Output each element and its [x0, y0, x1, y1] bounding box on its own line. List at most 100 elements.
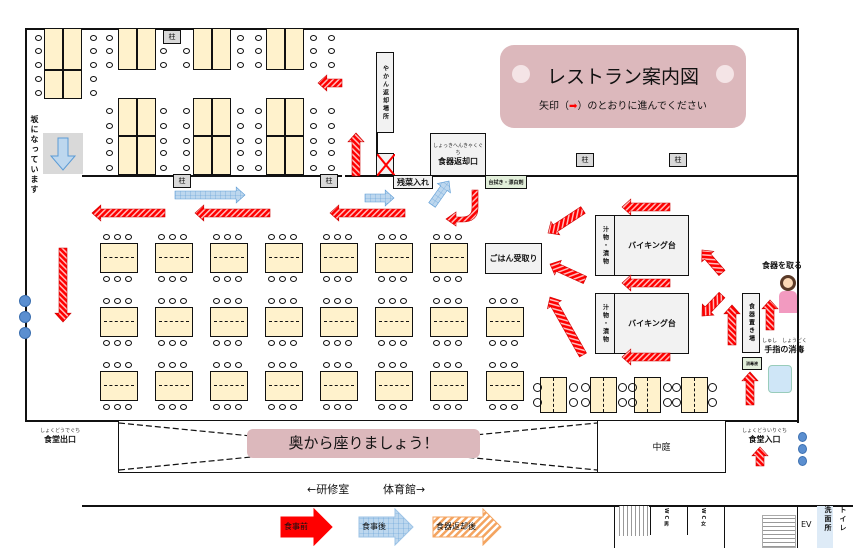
chair [444, 298, 451, 304]
wall-left [25, 28, 27, 420]
flow-arrow-before-meal [701, 249, 726, 277]
table-divider [553, 378, 554, 412]
chair [235, 340, 242, 346]
chair [125, 298, 132, 304]
staff-illustration [779, 275, 797, 313]
table-divider [603, 378, 604, 412]
dish-return-label: 食器返却口 [438, 157, 478, 166]
chair [106, 150, 113, 156]
chair [378, 298, 385, 304]
table-divider [379, 385, 409, 386]
chair [290, 298, 297, 304]
pillar: 柱 [173, 174, 191, 188]
chair [328, 123, 335, 129]
table-divider [214, 321, 244, 322]
red-arrow-icon: ➡ [569, 101, 578, 112]
dining-table [590, 377, 617, 413]
chair [158, 340, 165, 346]
table-divider [269, 385, 299, 386]
flow-arrow-before-meal [621, 198, 671, 216]
table-divider [324, 257, 354, 258]
chair [433, 298, 440, 304]
chair [345, 234, 352, 240]
legend-label: 食事前 [284, 522, 308, 531]
legend-label: 食器返却後 [436, 522, 476, 531]
chair [35, 62, 42, 68]
dining-table [210, 243, 248, 273]
dining-table [265, 243, 303, 273]
chair [180, 362, 187, 368]
dining-table [681, 377, 708, 413]
elevator: EV [801, 520, 812, 529]
flow-arrow-before-meal [91, 204, 166, 222]
dining-table [375, 307, 413, 337]
table-divider [159, 321, 189, 322]
chair [310, 150, 317, 156]
chair [235, 234, 242, 240]
chair [500, 404, 507, 410]
chair [400, 234, 407, 240]
chair [672, 398, 681, 407]
chair [569, 398, 578, 407]
sanitize-text: 手指の消毒 [764, 345, 805, 354]
wipes: 台拭き・漂白剤 [485, 175, 527, 189]
chair [103, 276, 110, 282]
chair [400, 362, 407, 368]
chair [672, 383, 681, 392]
chair [106, 165, 113, 171]
table-divider [269, 321, 299, 322]
table-divider [324, 321, 354, 322]
chair [328, 138, 335, 144]
chair [180, 234, 187, 240]
chair [90, 48, 97, 54]
chair [533, 398, 542, 407]
dining-table [540, 377, 567, 413]
table [137, 98, 156, 136]
title-banner: レストラン案内図 矢印（➡）のとおりに進んでください [500, 45, 746, 128]
chair [489, 362, 496, 368]
chair [345, 298, 352, 304]
chair [378, 234, 385, 240]
table [212, 136, 231, 175]
chair [114, 298, 121, 304]
chair [533, 383, 542, 392]
chair [213, 340, 220, 346]
chair [323, 404, 330, 410]
legend-item: 食事後 [358, 508, 414, 546]
sanitizer-illustration [768, 365, 792, 393]
chair [444, 362, 451, 368]
wall-inner [345, 175, 797, 177]
table-divider [324, 385, 354, 386]
chair [708, 398, 717, 407]
chair [489, 404, 496, 410]
chair [106, 35, 113, 41]
dining-table [486, 307, 524, 337]
subtitle-suffix: ）のとおりに進んでください [577, 101, 707, 112]
chair [125, 234, 132, 240]
chair [345, 362, 352, 368]
dining-table [430, 371, 468, 401]
chair [160, 108, 167, 114]
chair [237, 150, 244, 156]
chair [169, 340, 176, 346]
flow-arrow-after-meal [174, 186, 246, 204]
chair [237, 35, 244, 41]
circle-marker [798, 456, 807, 466]
chair [114, 340, 121, 346]
exit-label: しょくどうでぐち食堂出口 [40, 427, 80, 445]
chair [279, 362, 286, 368]
dining-table [486, 371, 524, 401]
dining-table [375, 243, 413, 273]
pillar: 柱 [669, 153, 687, 167]
chair [224, 340, 231, 346]
chair [310, 48, 317, 54]
chair [334, 276, 341, 282]
chair [224, 404, 231, 410]
flow-arrow-after-meal [428, 180, 451, 208]
table [63, 70, 82, 99]
wall [614, 505, 615, 548]
down-arrow-icon [49, 137, 77, 171]
chair [328, 150, 335, 156]
chair [310, 123, 317, 129]
chair [268, 276, 275, 282]
